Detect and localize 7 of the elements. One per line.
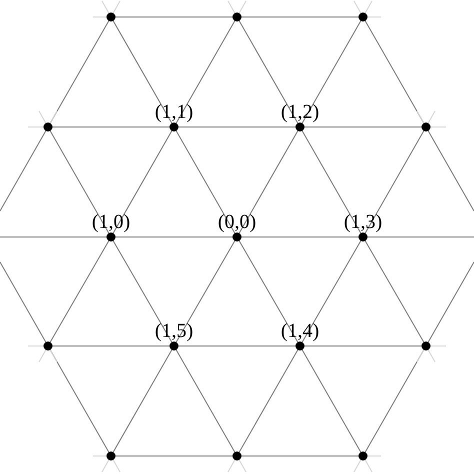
coordinate-label: (1,5) [154,321,194,341]
coordinate-label: (1,1) [154,102,194,122]
coordinate-label: (0,0) [218,212,256,232]
coordinate-label: (1,3) [344,212,382,232]
coordinate-label: (1,2) [280,102,320,122]
coordinate-label: (1,4) [280,321,320,341]
coordinate-label: (1,0) [92,212,130,232]
